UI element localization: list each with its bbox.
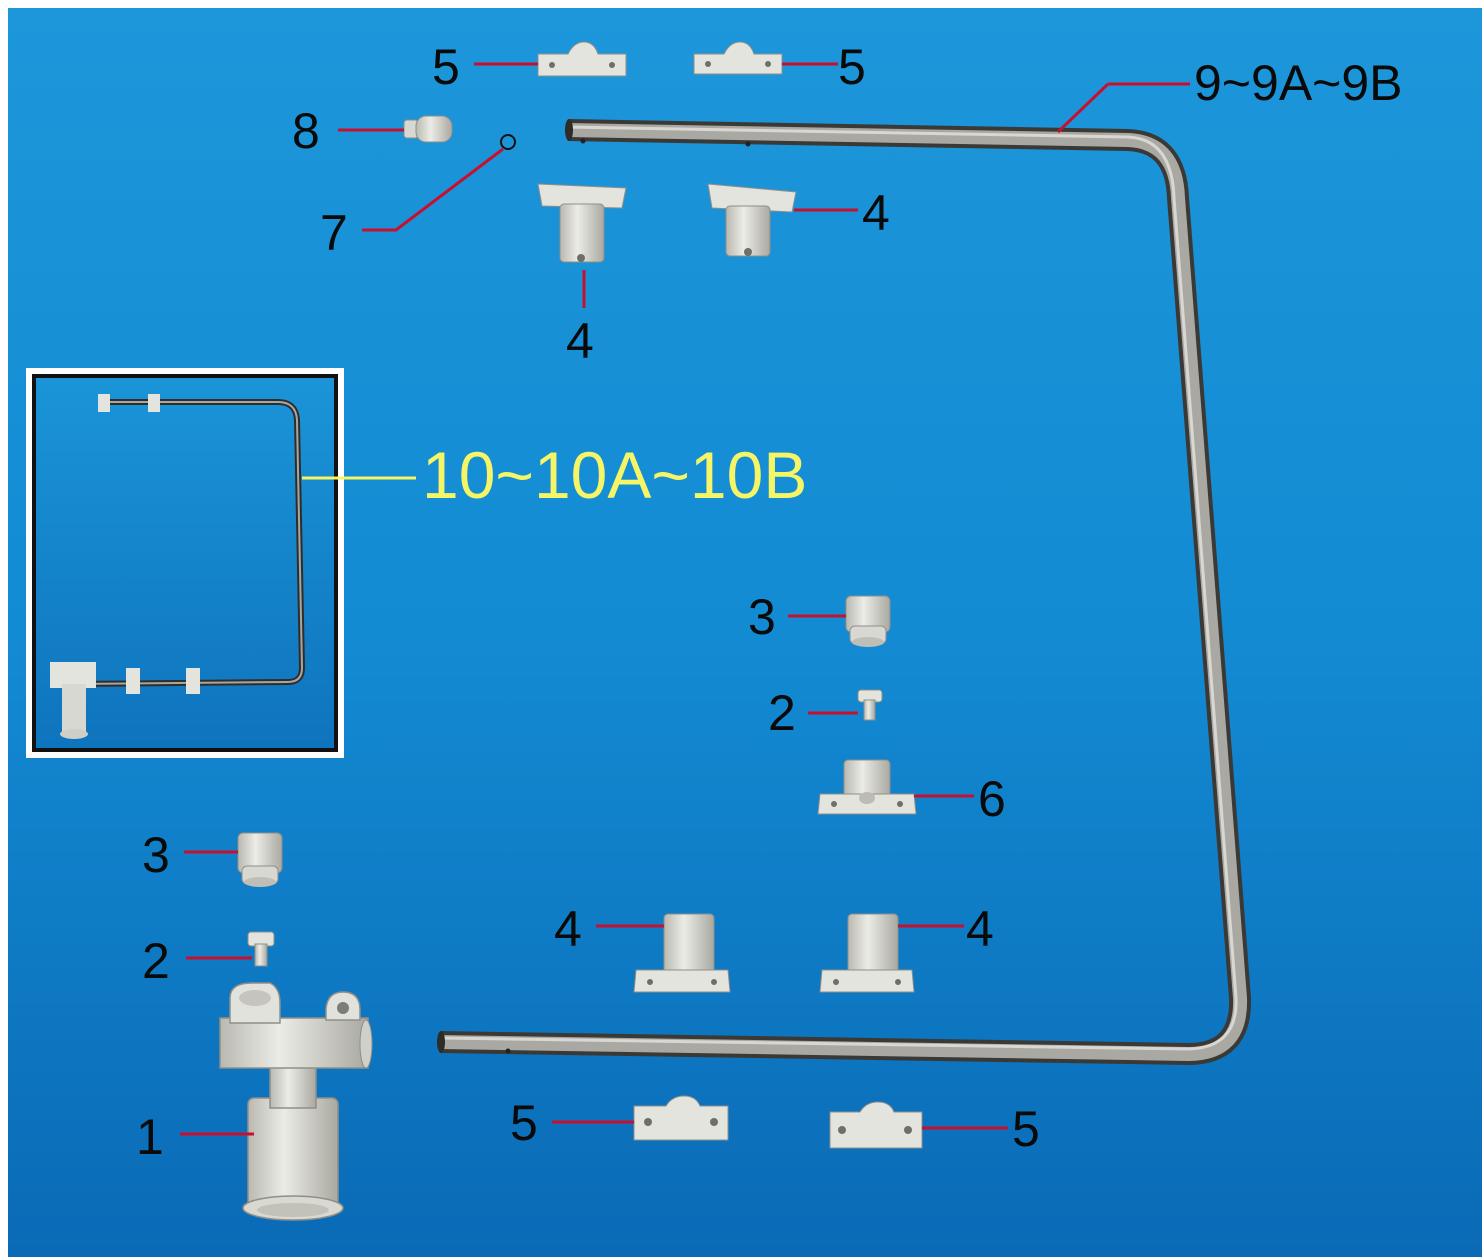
inset-photo (26, 368, 416, 758)
label-part-3-left: 3 (142, 827, 170, 883)
clamp-part-bottom-left (633, 1095, 729, 1141)
cap-part-right (845, 595, 891, 647)
label-part-4-top-left: 4 (566, 313, 594, 369)
label-part-2-right: 2 (768, 685, 796, 741)
label-part-4-bottom-left: 4 (554, 901, 582, 957)
label-part-8: 8 (292, 103, 320, 159)
label-part-5-bottom-right: 5 (1012, 1101, 1040, 1157)
clamp-part-top-right (693, 41, 783, 75)
label-part-7: 7 (320, 205, 348, 261)
holder-part-bottom-right (819, 913, 915, 993)
holder-part-top-left (537, 183, 627, 263)
clamp-part-bottom-right (829, 1101, 923, 1149)
label-part-2-left: 2 (142, 933, 170, 989)
cap-part-left (237, 832, 283, 887)
parts-diagram: 5 5 9~9A~9B 8 7 4 4 10~10A~10B 3 2 6 3 2… (8, 8, 1482, 1257)
label-part-5-top-right: 5 (838, 39, 866, 95)
end-holder-part (817, 759, 917, 815)
label-part-9: 9~9A~9B (1194, 55, 1403, 111)
nozzle-part (403, 115, 453, 143)
holder-part-bottom-left (633, 913, 731, 993)
label-part-5-top-left: 5 (432, 39, 460, 95)
label-part-1: 1 (136, 1109, 164, 1165)
label-part-4-top-right: 4 (862, 185, 890, 241)
tee-body-part (219, 982, 373, 1221)
screw-part-right (857, 689, 883, 721)
label-part-5-bottom-left: 5 (510, 1095, 538, 1151)
part-labels: 5 5 9~9A~9B 8 7 4 4 10~10A~10B 3 2 6 3 2… (136, 39, 1403, 1165)
screw-part-left (247, 931, 275, 967)
main-tube (437, 119, 1252, 1065)
leader-lines (180, 62, 1190, 1136)
label-part-6: 6 (978, 771, 1006, 827)
holder-part-top-right (707, 183, 797, 257)
o-ring-part (500, 134, 516, 150)
label-part-3-right: 3 (748, 589, 776, 645)
label-part-4-bottom-right: 4 (966, 901, 994, 957)
clamp-part-top-left (537, 41, 627, 77)
label-part-10: 10~10A~10B (422, 438, 807, 512)
